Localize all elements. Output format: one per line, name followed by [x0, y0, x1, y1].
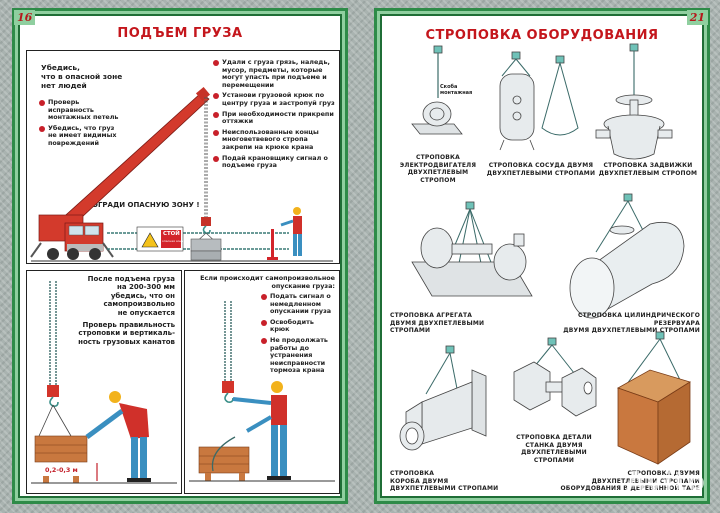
page-right-equipment-slinging: 21 СТРОПОВКА ОБОРУДОВАНИЯ — [374, 8, 710, 504]
stop-sign-subtitle: опасная зона — [162, 239, 184, 243]
check-item: Проверь исправность монтажных петель — [39, 98, 123, 122]
action-item: Не продолжать работы до устранения неисп… — [261, 336, 335, 375]
after-lift-check-panel: После подъема груза на 200-300 мм убедис… — [26, 270, 182, 494]
page-left-lifting-cargo: 16 ПОДЪЕМ ГРУЗА Убедись, что в опасной з… — [12, 8, 348, 504]
caption-cylindrical-tank: СТРОПОВКА ЦИЛИНДРИЧЕСКОГО РЕЗЕРВУАРА ДВУ… — [563, 312, 700, 335]
action-item: Подать сигнал о немедленном опускании гр… — [261, 292, 335, 316]
check-item: Неиспользованные концы многоветвевого ст… — [213, 128, 335, 152]
caption-machine-part: СТРОПОВКА ДЕТАЛИ СТАНКА ДВУМЯ ДВУХПЕТЛЕВ… — [516, 434, 592, 464]
crane-lifting-panel: Убедись, что в опасной зоне нет людей Пр… — [26, 50, 340, 264]
worker-releasing-hook-illustration — [189, 301, 335, 482]
page-title-right: СТРОПОВКА ОБОРУДОВАНИЯ — [425, 28, 659, 43]
avito-watermark: Avito — [625, 467, 706, 497]
self-lowering-panel: Если происходит самопроизвольное опускан… — [184, 270, 340, 494]
action-item: Освободить крюк — [261, 318, 335, 334]
self-lowering-heading: Если происходит самопроизвольное опускан… — [200, 274, 335, 290]
caption-electric-motor: СТРОПОВКА ЭЛЕКТРОДВИГАТЕЛЯ ДВУХПЕТЛЕВЫМ … — [399, 154, 477, 184]
check-item: Убедись, что груз не имеет видимых повре… — [39, 124, 123, 148]
right-checklist: Удали с груза грязь, наледь, мусор, пред… — [213, 58, 335, 173]
caption-box-duct: СТРОПОВКА КОРОБА ДВУМЯ ДВУХПЕТЛЕВЫМИ СТР… — [390, 470, 499, 493]
caption-aggregate: СТРОПОВКА АГРЕГАТА ДВУМЯ ДВУХПЕТЛЕВЫМИ С… — [390, 312, 485, 335]
page-number-right: 21 — [686, 10, 708, 25]
check-slinging-text: Проверь правильность строповки и вертика… — [78, 321, 175, 346]
left-checklist: Проверь исправность монтажных петель Убе… — [39, 98, 123, 151]
caption-wooden-crate: СТРОПОВКА ДВУМЯ ДВУХПЕТЛЕВЫМИ СТРОПАМИ О… — [560, 470, 700, 493]
fence-zone-label: ОГРАДИ ОПАСНУЮ ЗОНУ ! — [92, 201, 200, 209]
check-item: Подай крановщику сигнал о подъеме груза — [213, 154, 335, 170]
slinging-diagrams — [399, 43, 691, 465]
page-right-content: СТРОПОВКА ОБОРУДОВАНИЯ — [380, 14, 704, 498]
crane-truck-illustration — [30, 86, 333, 262]
intro-text: Убедись, что в опасной зоне нет людей — [41, 63, 123, 90]
caption-gate-valve: СТРОПОВКА ЗАДВИЖКИ ДВУХПЕТЛЕВЫМ СТРОПОМ — [598, 162, 698, 177]
caption-vessel: СТРОПОВКА СОСУДА ДВУМЯ ДВУХПЕТЛЕВЫМИ СТР… — [486, 162, 596, 177]
check-item: Удали с груза грязь, наледь, мусор, пред… — [213, 58, 335, 89]
stop-sign-title: СТОЙ — [163, 231, 180, 237]
bracket-label: Скоба монтажная — [440, 84, 473, 96]
page-left-content: ПОДЪЕМ ГРУЗА Убедись, что в опасной зоне… — [18, 14, 342, 498]
check-item: Установи грузовой крюк по центру груза и… — [213, 92, 335, 107]
lift-height-label: 0,2-0,3 м — [45, 466, 78, 474]
worker-checking-load-illustration — [31, 281, 177, 484]
check-item: При необходимости прикрепи оттяжки — [213, 110, 335, 126]
page-title-left: ПОДЪЕМ ГРУЗА — [117, 26, 243, 41]
page-number-left: 16 — [14, 10, 36, 25]
after-lift-text: После подъема груза на 200-300 мм убедис… — [87, 275, 175, 317]
self-lowering-actions: Подать сигнал о немедленном опускании гр… — [261, 292, 335, 378]
